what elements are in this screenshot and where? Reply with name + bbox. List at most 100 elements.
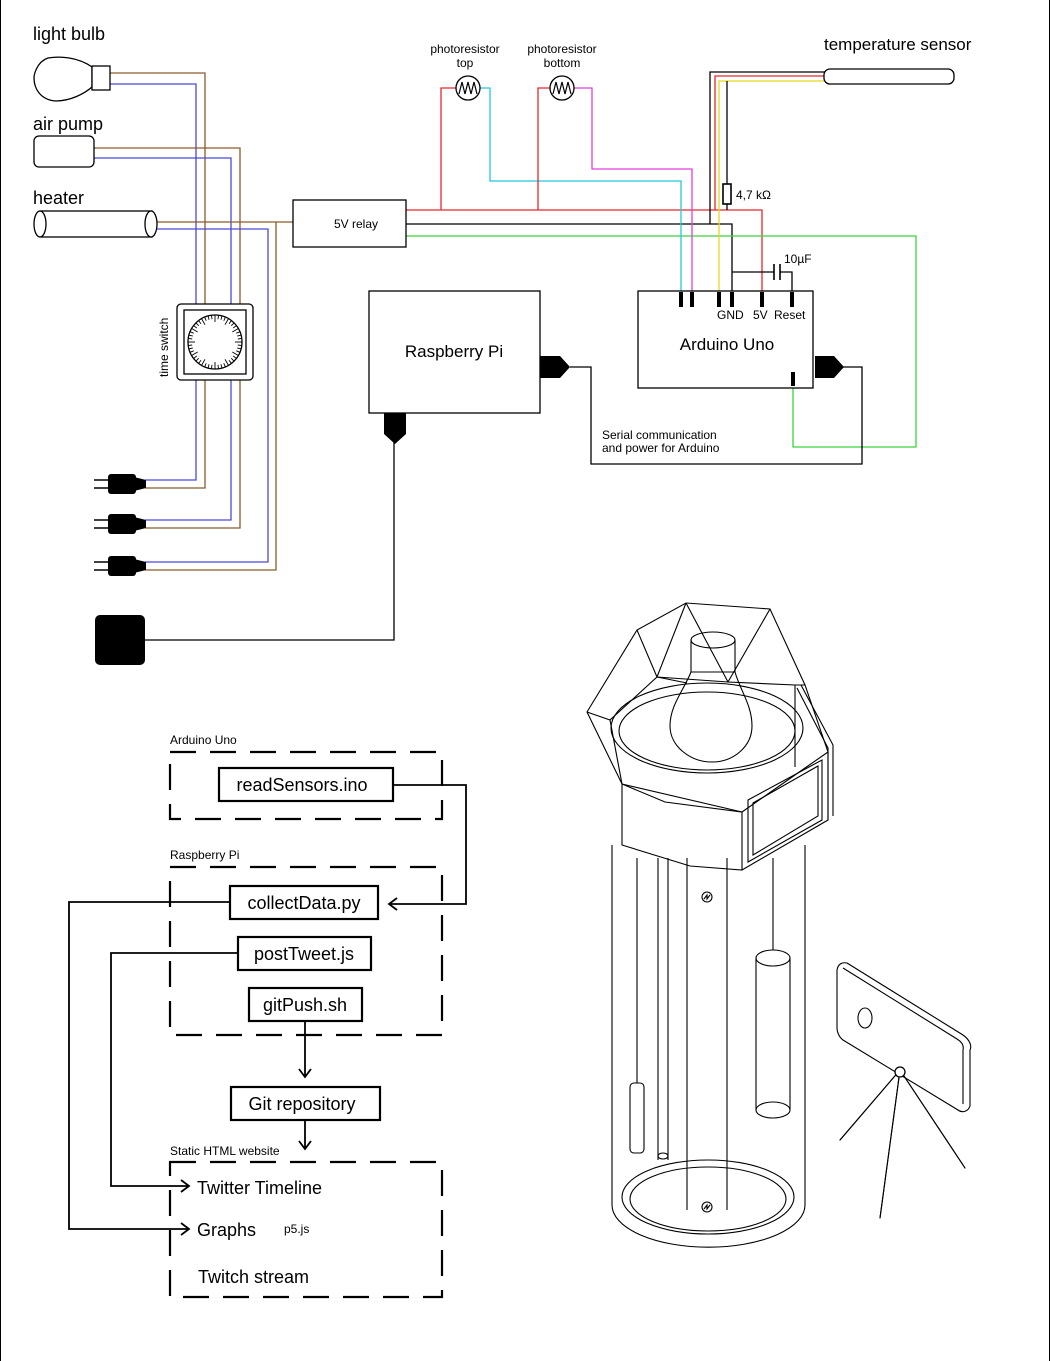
arrow-collect-graphs [68,901,230,1230]
photoresistor-bottom-icon [549,75,575,101]
time-switch-label: time switch [157,318,171,377]
website-group-frame [168,1160,444,1299]
resistor-label: 4,7 kΩ [736,188,771,202]
post-tweet-box [236,935,373,972]
photoresistor-top-label-2: top [457,56,474,70]
time-switch-tick [211,315,213,320]
wire-heater-blue [145,228,269,563]
arrow-tweet-timeline [110,952,238,1187]
read-sensors-label: readSensors.ino [236,775,367,795]
time-switch-tick [188,338,193,340]
wire-temp-red [714,75,825,210]
time-switch-tick [232,328,239,333]
wire-bulb-blue [110,83,197,481]
time-switch-tick [237,344,242,346]
pin-5v-label: 5V [753,308,768,322]
time-switch-tick [236,350,241,353]
air-pump-label: air pump [33,114,103,134]
capacitor-icon [773,264,781,280]
time-switch-tick [195,322,200,327]
photoresistor-top-icon [455,75,481,101]
wire-bulb-brown [110,72,206,489]
time-switch-tick [201,318,206,325]
time-switch-tick [198,320,202,325]
relay-box [292,199,407,248]
arduino-header-pins [679,292,795,386]
raspberry-pi-box [368,290,541,414]
pi-usb-port-icon [540,356,570,378]
graphs-label: Graphs [197,1220,256,1240]
wire-cap-reset [780,271,793,292]
time-switch-tick [195,357,200,362]
time-switch-tick [207,315,210,320]
wire-temp-black [709,71,825,224]
plug-icon [94,474,146,576]
time-switch-tick [220,315,223,320]
plug-icon [94,556,146,576]
time-switch-tick [207,364,210,369]
bioreactor-illustration [586,602,972,1248]
time-switch-tick [230,357,235,362]
time-switch-tick [237,334,242,337]
pi-group-label: Raspberry Pi [170,848,239,862]
arduino-usb-port-icon [815,356,844,378]
wire-temp-yellow [718,80,825,292]
arduino-label: Arduino Uno [680,335,775,354]
time-switch-tick [232,351,239,356]
p5js-label: p5.js [284,1222,309,1236]
time-switch-icon [176,303,254,381]
time-switch-tick [232,325,237,329]
wire-photo-bottom-magenta [574,87,693,292]
time-switch-tick [193,325,198,329]
arduino-box [637,290,814,389]
time-switch-tick [232,355,237,359]
time-switch-tick [193,355,198,359]
arrowhead-timeline [180,1179,191,1193]
time-switch-tick [204,363,207,368]
relay-label: 5V relay [334,217,378,231]
time-switch-tick [224,318,229,325]
arrow-readsensors-collect [390,784,467,905]
post-tweet-label: postTweet.js [254,944,354,964]
wire-heater-brown-2 [145,222,277,571]
time-switch-tick [191,328,198,333]
git-repository-box [229,1085,382,1122]
twitch-stream-label: Twitch stream [198,1267,309,1287]
wire-photo-top-cyan [480,87,682,292]
time-switch-tick [217,364,219,369]
collect-data-label: collectData.py [247,893,360,913]
raspberry-pi-label: Raspberry Pi [405,342,503,361]
time-switch-tick [191,351,198,356]
pin-reset-label: Reset [774,308,806,322]
arrowhead-website [298,1140,312,1151]
time-switch-tick [224,359,229,366]
read-sensors-box [217,766,395,803]
wire-relay-black [406,223,733,292]
time-switch-tick [236,331,241,334]
website-group-label: Static HTML website [170,1144,280,1158]
power-adapter-icon [95,615,145,665]
time-switch-tick [188,334,193,337]
time-switch-tick [230,322,235,327]
time-switch-tick [188,347,193,350]
time-switch-tick [228,320,232,325]
time-switch-tick [211,364,213,369]
photoresistor-top-label-1: photoresistor [430,42,499,56]
photoresistor-bottom-label-2: bottom [544,56,581,70]
wire-relay-green [406,235,917,448]
git-repository-label: Git repository [248,1094,355,1114]
temperature-sensor-icon [823,68,955,85]
time-switch-tick [189,350,194,353]
heater-label: heater [33,188,84,208]
time-switch-tick [204,316,207,321]
git-push-label: gitPush.sh [263,995,347,1015]
time-switch-tick [228,359,232,364]
wire-photo-top-red [440,87,457,210]
heater-icon [33,210,158,238]
serial-note-line-1: Serial communication [602,428,717,442]
arrowhead-graphs [180,1222,191,1236]
light-bulb-icon [33,56,111,102]
time-switch-tick [223,316,226,321]
temperature-sensor-label: temperature sensor [824,35,972,54]
